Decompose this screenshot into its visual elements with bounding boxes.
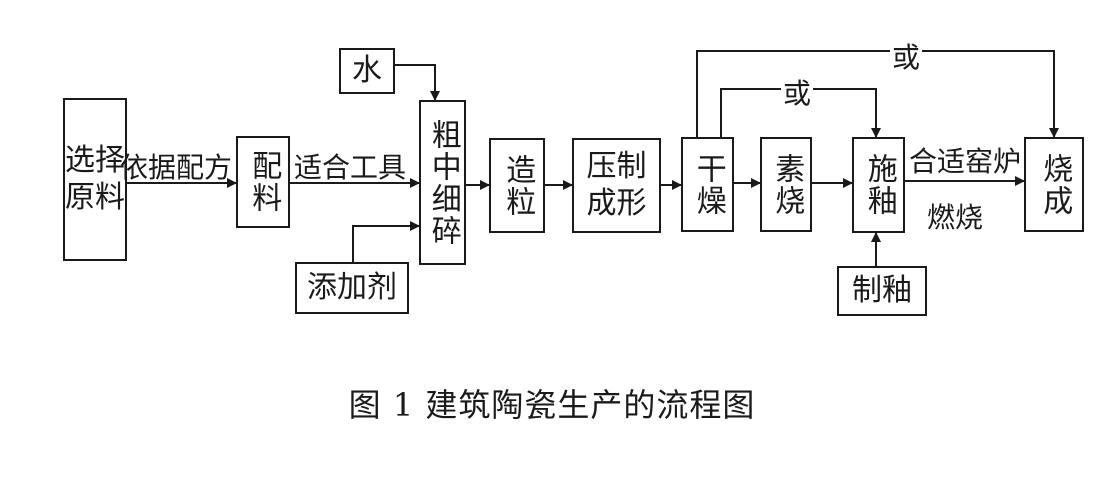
node-glaze-making-label: 制釉 [852,273,912,309]
node-drying: 干燥 [681,137,734,232]
node-firing: 烧成 [1024,137,1084,232]
node-select-material-label: 选择原料 [65,142,125,215]
node-water: 水 [339,48,395,94]
edge-label-by-formula: 依据配方 [120,151,233,184]
arrow-additive-to-grinding [352,221,420,262]
node-select-material: 选择原料 [63,98,127,261]
edge-label-or-mid: 或 [781,72,814,112]
node-grinding: 粗中细碎 [419,100,466,265]
node-firing-label: 烧成 [1037,152,1073,217]
node-additive-label: 添加剂 [307,270,397,306]
node-press-forming-label: 压制成形 [586,148,647,221]
edge-label-or-top: 或 [890,36,923,76]
arrow-water-to-grinding [395,64,440,101]
edge-label-kiln: 合适窑炉 [909,145,1022,178]
node-glazing-label: 施釉 [861,153,897,217]
node-bisque-firing-label: 素烧 [769,152,805,217]
node-bisque-firing: 素烧 [760,137,812,232]
edge-label-burning: 燃烧 [927,201,984,234]
node-granulation: 造粒 [489,138,545,233]
node-press-forming: 压制成形 [572,138,661,233]
node-glaze-making: 制釉 [837,266,927,316]
node-water-label: 水 [352,53,382,89]
node-granulation-label: 造粒 [500,153,536,218]
node-glazing: 施釉 [852,137,905,233]
node-batching-label: 配料 [246,150,282,214]
arrow-drying-or-firing [696,50,1059,138]
edge-label-suitable-tools: 适合工具 [294,151,407,184]
node-additive: 添加剂 [295,262,409,314]
figure-caption: 图 1 建筑陶瓷生产的流程图 [348,386,756,424]
node-grinding-label: 粗中细碎 [425,118,461,247]
node-batching: 配料 [236,136,290,228]
node-drying-label: 干燥 [690,152,726,217]
